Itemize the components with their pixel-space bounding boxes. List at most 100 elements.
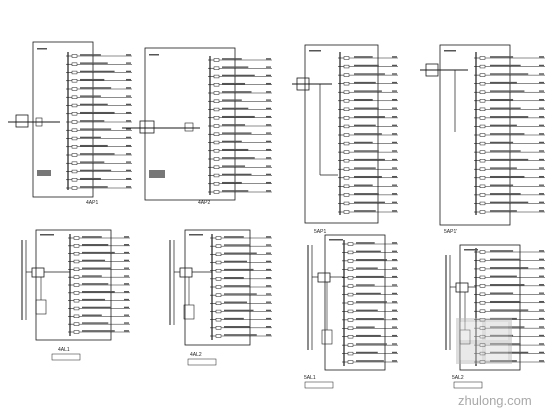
circuit-end-label xyxy=(126,177,131,180)
circuit-label-text xyxy=(80,111,115,114)
circuit-end-label xyxy=(392,334,397,337)
circuit-end-label xyxy=(392,267,397,269)
panel-tag xyxy=(149,54,159,56)
circuit-end-label xyxy=(126,128,131,130)
circuit-end-label xyxy=(266,58,271,60)
circuit-end-label xyxy=(392,259,397,261)
circuit-label-text xyxy=(490,201,529,204)
panel-caption-5ap1-prime: 5AP1' xyxy=(444,229,457,235)
circuit-end-label xyxy=(392,210,397,212)
circuit-end-label xyxy=(124,322,129,324)
circuit-label-text xyxy=(224,326,251,328)
circuit-label-text xyxy=(490,300,521,303)
circuit-end-label xyxy=(539,284,544,286)
panel-schematics xyxy=(8,41,545,389)
watermark-logo-icon xyxy=(456,318,512,364)
circuit-end-label xyxy=(266,334,271,336)
circuit-end-label xyxy=(392,301,397,303)
incoming-breaker xyxy=(31,267,45,278)
circuit-end-label xyxy=(392,150,397,152)
circuit-label-text xyxy=(490,107,521,109)
circuit-end-label xyxy=(539,56,544,58)
circuit-label-text xyxy=(356,242,375,244)
circuit-end-label xyxy=(539,116,544,118)
circuit-end-label xyxy=(539,326,544,328)
circuit-label-text xyxy=(490,184,514,186)
circuit-label-text xyxy=(490,158,529,161)
circuit-end-label xyxy=(126,186,131,188)
circuit-end-label xyxy=(126,78,131,81)
circuit-end-label xyxy=(392,193,397,195)
circuit-label-text xyxy=(222,157,255,159)
circuit-end-label xyxy=(392,64,397,67)
circuit-end-label xyxy=(392,309,397,311)
circuit-end-label xyxy=(126,70,131,72)
circuit-end-label xyxy=(266,82,271,85)
incoming-breaker xyxy=(15,114,29,128)
circuit-end-label xyxy=(266,107,271,109)
circuit-label-text xyxy=(224,334,257,336)
circuit-label-text xyxy=(356,259,387,261)
circuit-label-text xyxy=(80,87,112,89)
circuit-label-text xyxy=(224,236,244,238)
panel-caption-5al2: 5AL2 xyxy=(452,375,464,381)
circuit-end-label xyxy=(539,275,544,277)
circuit-label-text xyxy=(490,193,521,195)
circuit-end-label xyxy=(392,175,397,178)
circuit-label-text xyxy=(490,133,525,135)
circuit-end-label xyxy=(539,250,544,252)
circuit-label-text xyxy=(490,343,521,345)
circuit-label-text xyxy=(222,115,255,118)
circuit-label-text xyxy=(354,73,385,75)
circuit-end-label xyxy=(126,95,131,97)
circuit-end-label xyxy=(539,258,544,260)
circuit-label-text xyxy=(354,81,376,84)
circuit-label-text xyxy=(80,128,112,130)
circuit-label-text xyxy=(222,132,252,134)
circuit-end-label xyxy=(126,111,131,114)
circuit-label-text xyxy=(80,153,115,155)
circuit-end-label xyxy=(126,153,131,155)
circuit-label-text xyxy=(224,252,257,254)
circuit-end-label xyxy=(539,184,544,186)
circuit-end-label xyxy=(266,285,271,287)
circuit-end-label xyxy=(539,351,544,354)
circuit-end-label xyxy=(539,292,544,294)
panel-tag xyxy=(40,234,54,236)
circuit-end-label xyxy=(124,298,129,301)
circuit-label-text xyxy=(356,250,381,253)
circuit-label-text xyxy=(490,73,529,75)
meter-symbol xyxy=(35,117,43,127)
circuit-end-label xyxy=(539,64,544,67)
circuit-end-label xyxy=(124,283,129,285)
circuit-end-label xyxy=(392,275,397,278)
circuit-end-label xyxy=(126,120,131,122)
circuit-label-text xyxy=(490,64,521,67)
circuit-label-text xyxy=(80,54,101,56)
circuit-end-label xyxy=(539,133,544,135)
meter-symbol xyxy=(184,122,194,132)
circuit-label-text xyxy=(224,293,257,295)
circuit-label-text xyxy=(490,284,525,286)
circuit-end-label xyxy=(124,275,129,277)
circuit-label-text xyxy=(80,120,105,122)
circuit-label-text xyxy=(354,158,385,161)
circuit-end-label xyxy=(266,301,271,303)
zhulong-watermark: zhulong.com xyxy=(456,318,532,408)
circuit-label-text xyxy=(222,91,252,93)
circuit-label-text xyxy=(490,56,514,58)
circuit-label-text xyxy=(222,124,246,126)
circuit-label-text xyxy=(80,78,105,81)
circuit-end-label xyxy=(266,236,271,238)
circuit-label-text xyxy=(222,181,242,184)
circuit-label-text xyxy=(490,326,525,328)
circuit-end-label xyxy=(539,175,544,178)
circuit-label-text xyxy=(82,291,115,293)
circuit-end-label xyxy=(126,136,131,138)
circuit-label-text xyxy=(354,98,373,101)
circuit-end-label xyxy=(126,87,131,89)
panel-caption-5ap1: 5AP1 xyxy=(314,229,326,235)
panel-note-box xyxy=(453,381,483,389)
circuit-label-text xyxy=(354,64,379,67)
